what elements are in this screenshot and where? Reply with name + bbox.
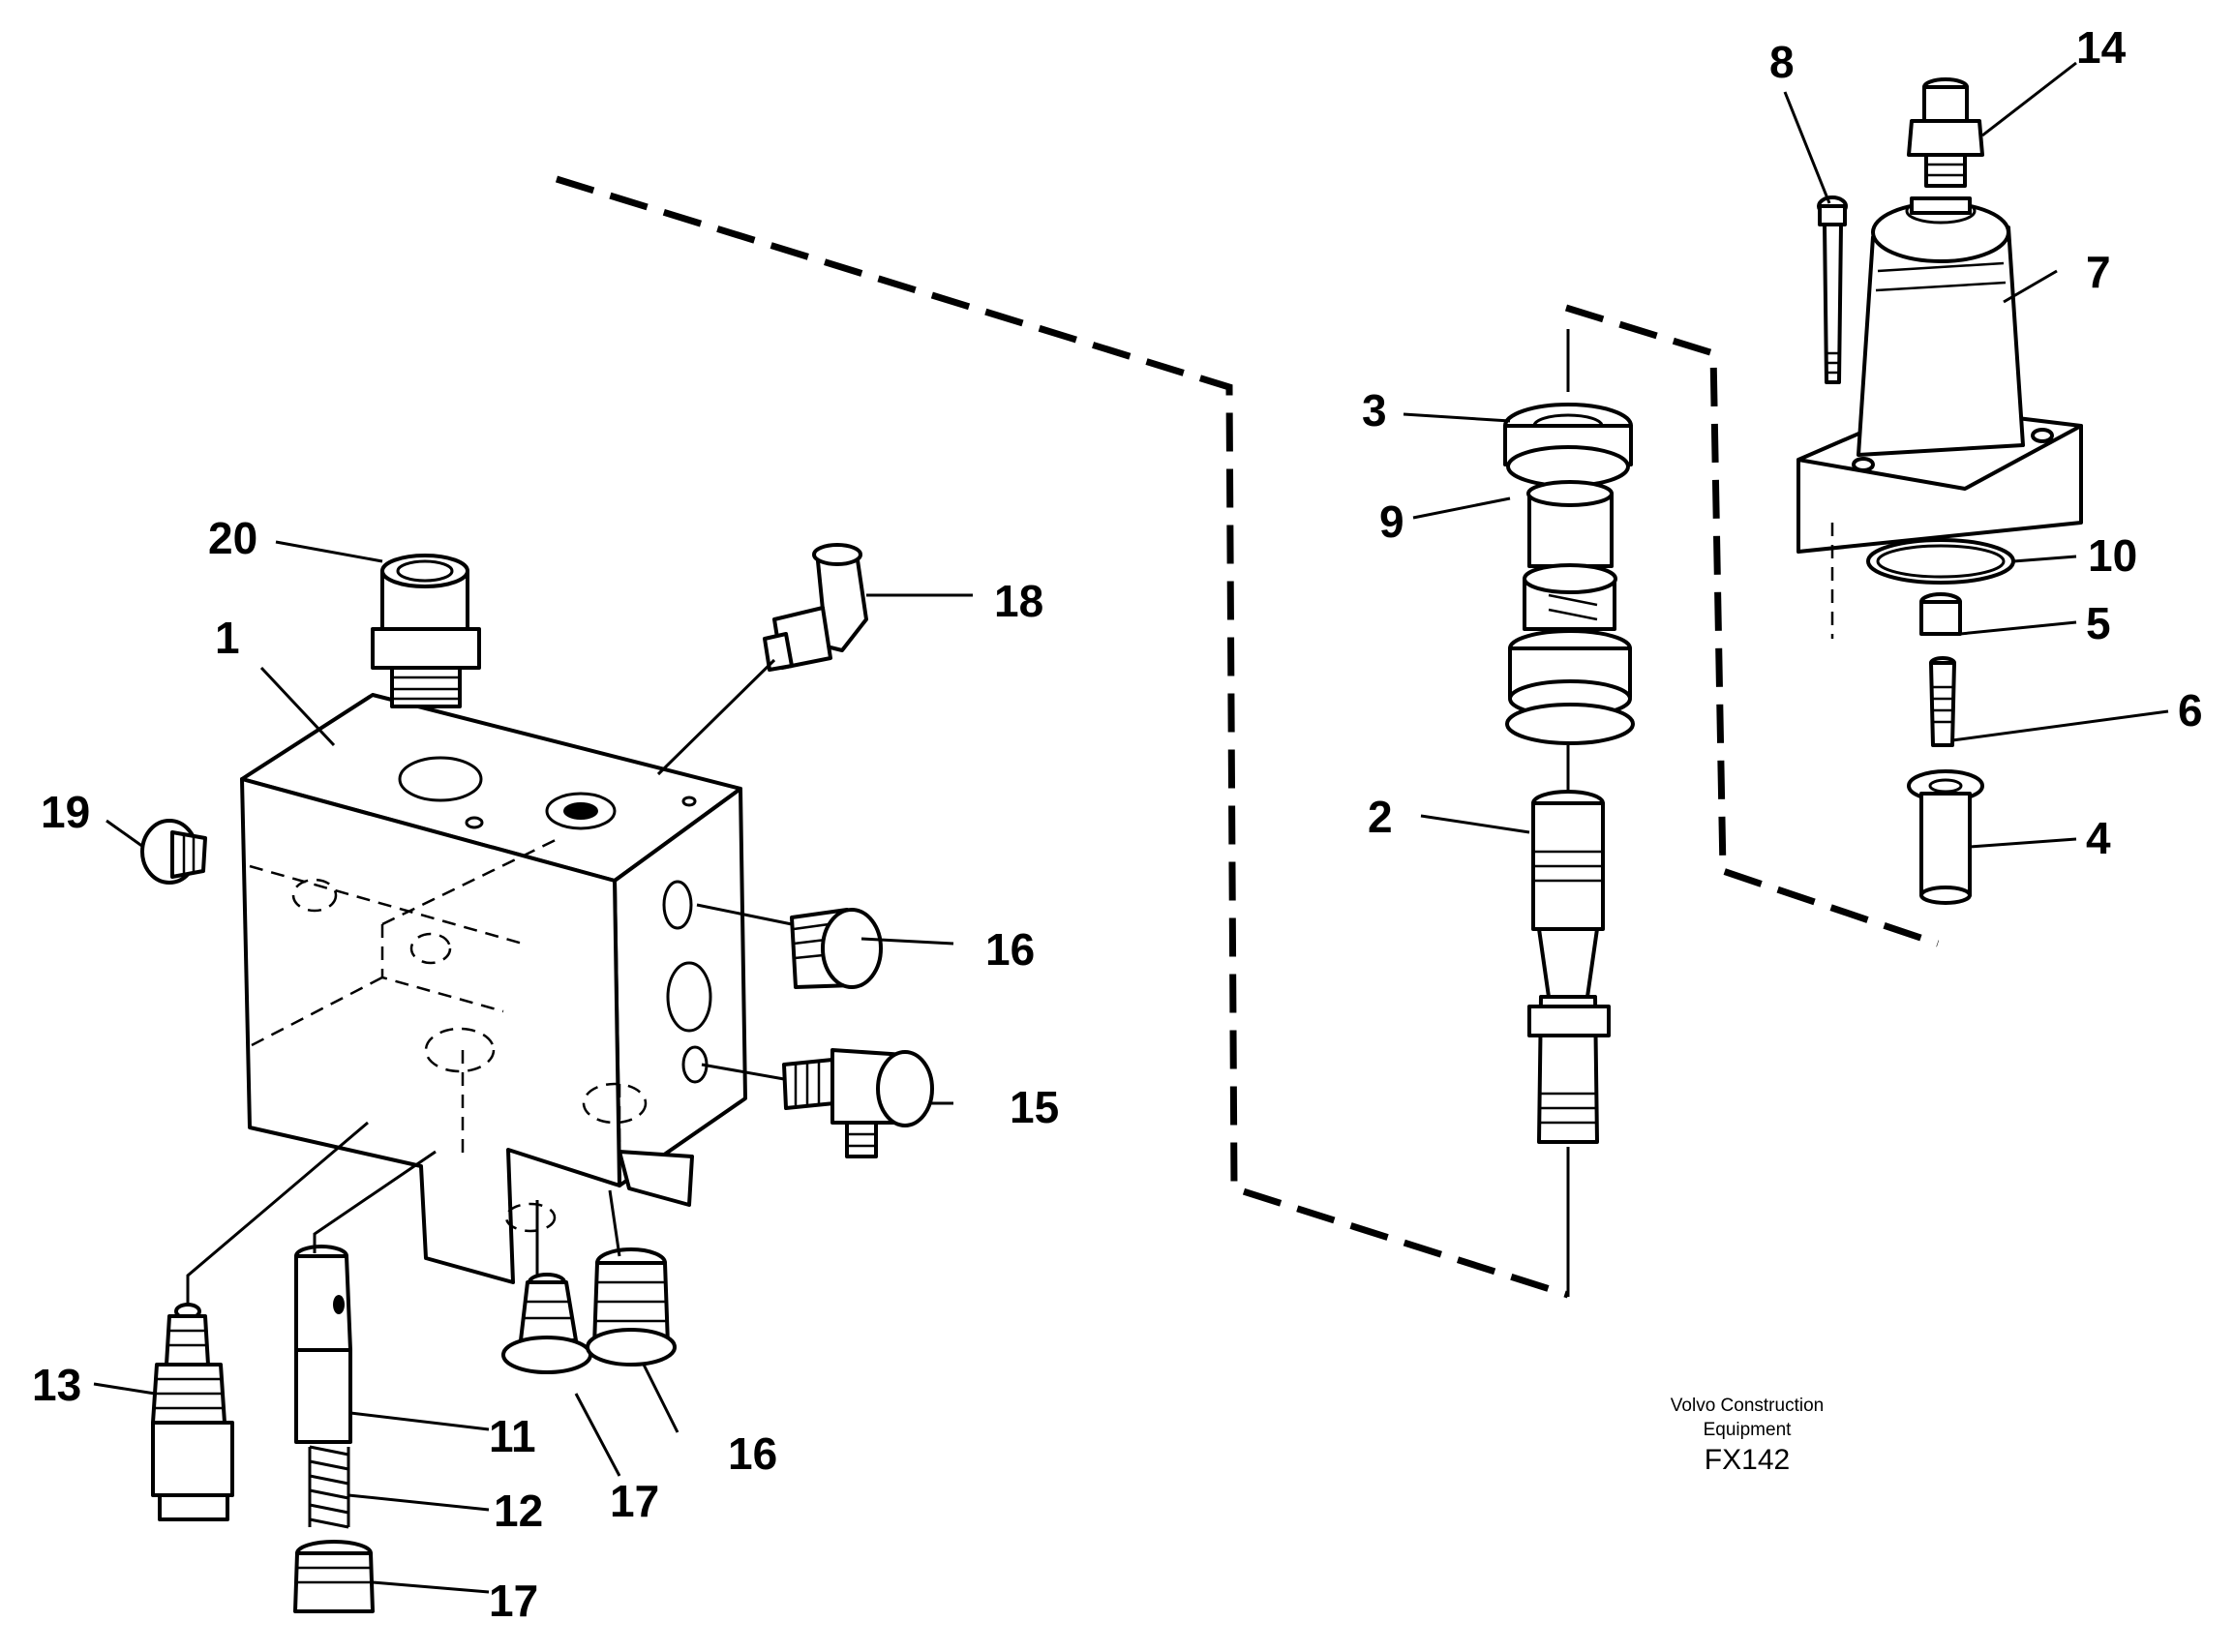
callout-19: 19 <box>41 787 90 837</box>
o-ring-10 <box>1866 538 2015 585</box>
callout-9: 9 <box>1379 496 1404 547</box>
callout-13: 13 <box>32 1360 81 1410</box>
plug-16-right <box>696 903 883 989</box>
callout-8: 8 <box>1769 37 1795 87</box>
elbow-fitting-18 <box>656 543 868 776</box>
cartridge-13 <box>151 1121 369 1521</box>
callout-16b: 16 <box>728 1428 777 1479</box>
callout-4: 4 <box>2086 813 2111 863</box>
callout-3: 3 <box>1362 385 1387 436</box>
callout-6: 6 <box>2178 685 2203 736</box>
callout-17b: 17 <box>489 1576 538 1626</box>
cover-7 <box>1796 196 2083 554</box>
plug-17-middle <box>501 1200 592 1374</box>
callout-15: 15 <box>1010 1082 1059 1132</box>
callout-11: 11 <box>489 1411 536 1461</box>
washer-5 <box>1919 592 1962 636</box>
bushing-4 <box>1907 769 1984 905</box>
callout-20: 20 <box>208 513 257 563</box>
assembly-guide-right <box>1564 304 1940 947</box>
plug-16-bottom <box>586 1189 677 1367</box>
bolt-8 <box>1817 195 1848 639</box>
spool-11 <box>294 1150 437 1444</box>
callout-17a: 17 <box>610 1476 659 1526</box>
sleeve-3 <box>1503 329 1633 488</box>
callout-12: 12 <box>494 1486 543 1536</box>
credit-line-1: Volvo Construction <box>1671 1396 1824 1416</box>
banjo-fitting-15 <box>701 1048 934 1158</box>
credit-block: Volvo Construction Equipment FX142 <box>1671 1396 1824 1476</box>
seal-set-9 <box>1505 480 1635 794</box>
figure-code: FX142 <box>1705 1444 1790 1476</box>
callout-1: 1 <box>215 613 240 663</box>
callout-2: 2 <box>1368 792 1393 842</box>
pin-6 <box>1929 656 1956 747</box>
plug-17-bottom <box>293 1540 375 1613</box>
callout-18: 18 <box>994 576 1043 626</box>
callout-7: 7 <box>2086 247 2111 297</box>
piston-2 <box>1527 790 1611 1297</box>
credit-line-2: Equipment <box>1704 1420 1793 1440</box>
callout-5: 5 <box>2086 598 2111 648</box>
callout-16a: 16 <box>985 924 1035 975</box>
plug-19 <box>140 819 207 885</box>
assembly-guide-main <box>555 175 1570 1299</box>
spring-12 <box>308 1445 350 1529</box>
callout-10: 10 <box>2088 530 2137 581</box>
fitting-14 <box>1907 77 1984 188</box>
valve-block <box>240 693 747 1284</box>
callout-14: 14 <box>2076 22 2127 73</box>
fitting-20 <box>371 554 481 708</box>
leader-lines <box>93 61 2169 1594</box>
callout-labels: 1 2 3 4 5 6 7 8 9 10 11 12 13 14 15 16 1… <box>32 22 2203 1626</box>
